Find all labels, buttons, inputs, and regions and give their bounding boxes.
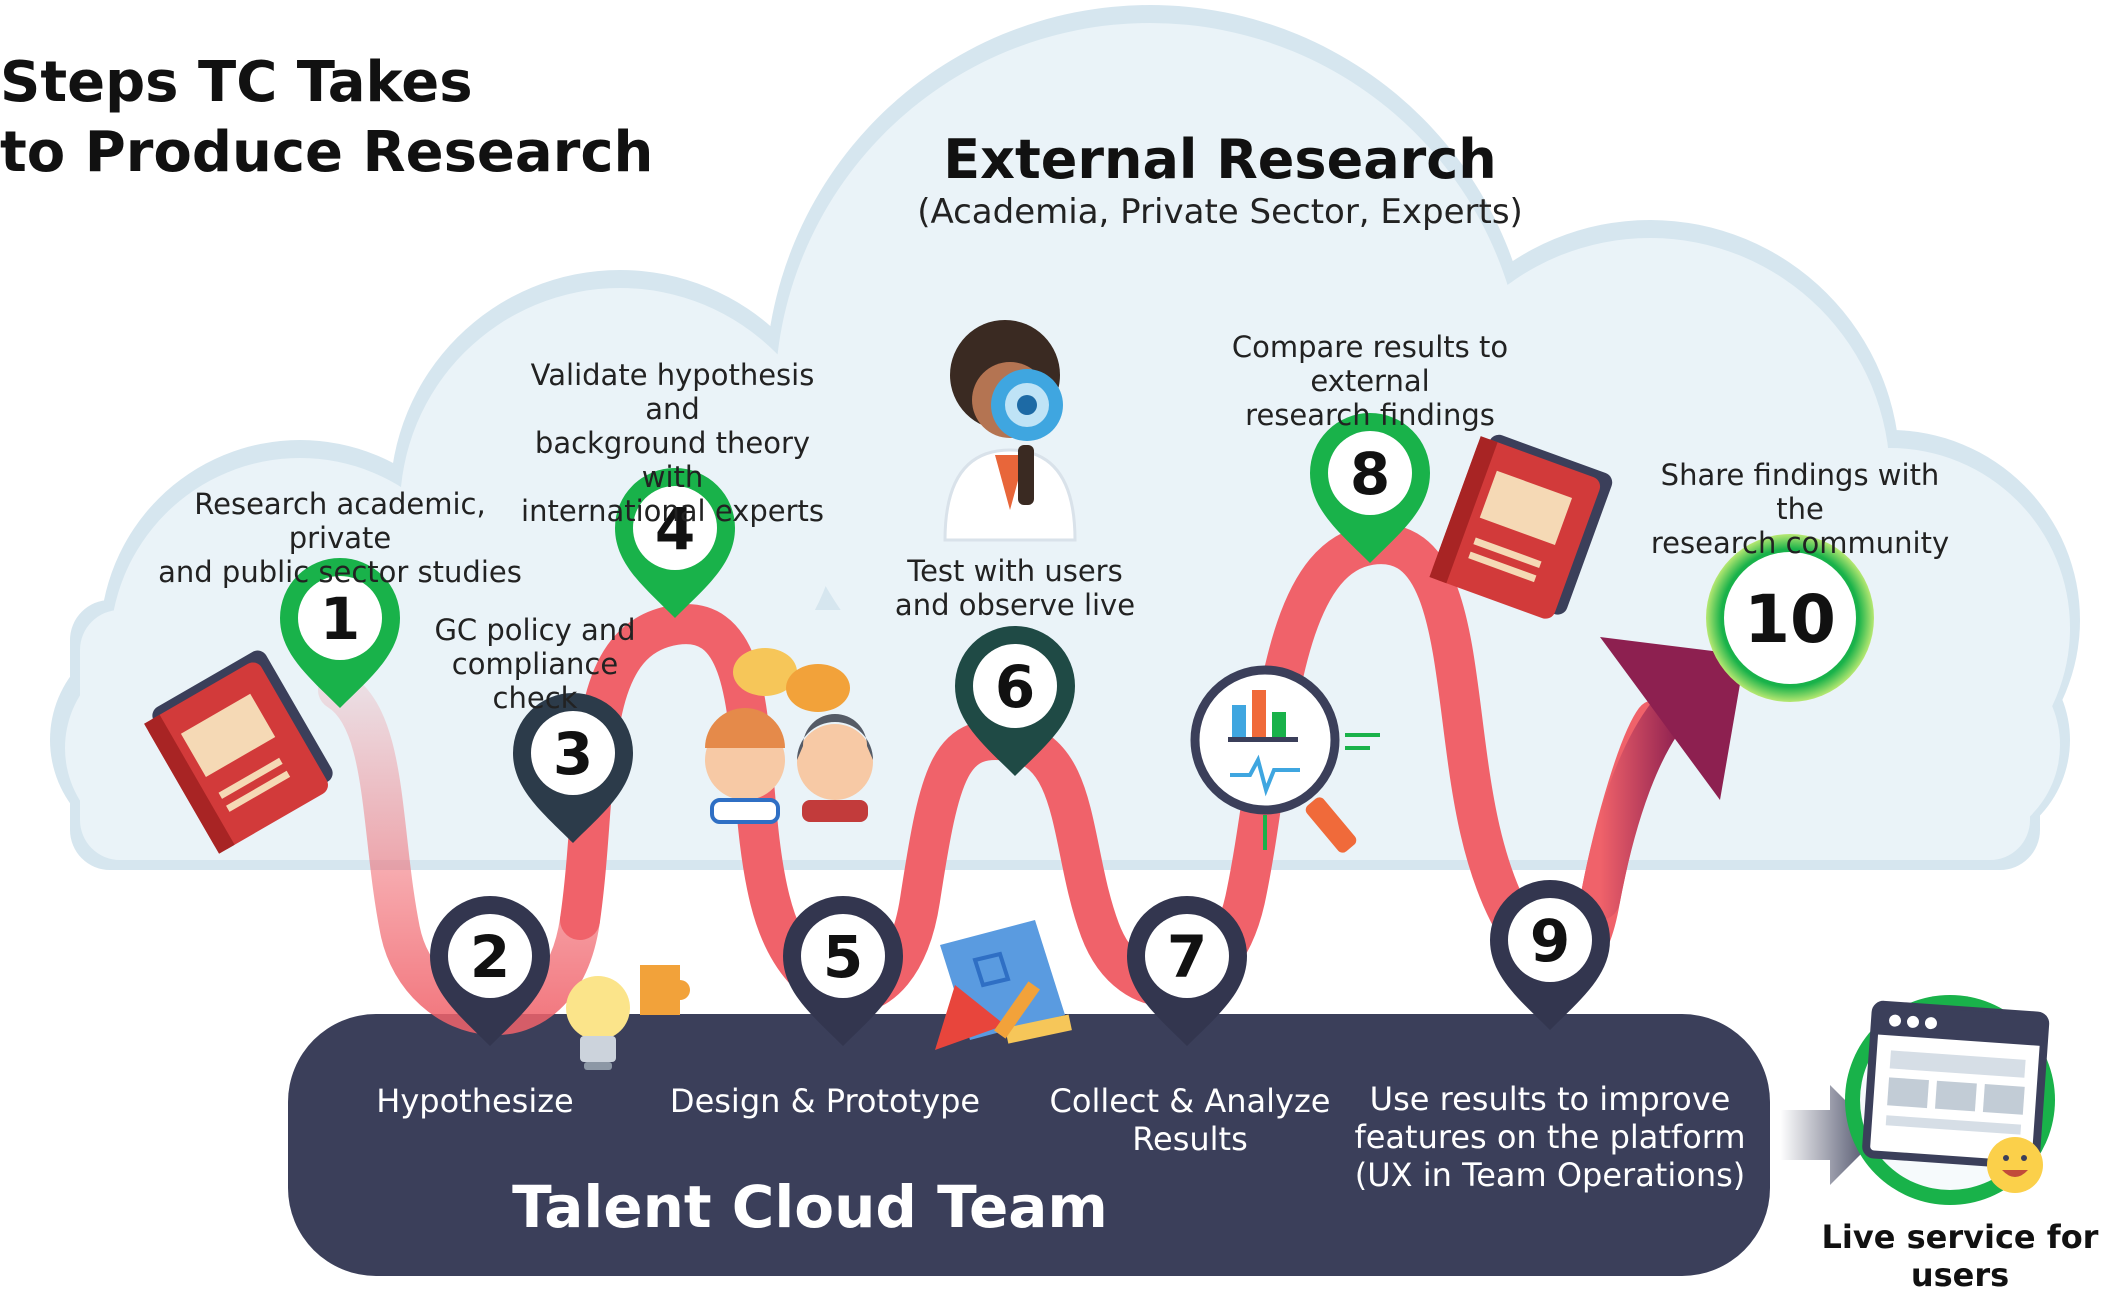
step-number-2: 2 xyxy=(470,923,510,991)
pin-step-6 xyxy=(955,626,1075,776)
step-number-8: 8 xyxy=(1350,440,1390,508)
live-service-label: Live service for users xyxy=(1821,1218,2099,1294)
pin-step-4 xyxy=(615,468,735,618)
title-line-1: Steps TC Takes xyxy=(0,50,473,115)
label-line: Use results to improve xyxy=(1369,1080,1731,1118)
label-line: Results xyxy=(1132,1120,1248,1158)
book-icon-right xyxy=(1429,434,1613,619)
step-number-3: 3 xyxy=(553,720,593,788)
page-title: Steps TC Takes to Produce Research xyxy=(0,48,653,188)
caption-line: compliance check xyxy=(451,647,619,715)
external-research-title: External Research xyxy=(943,128,1497,191)
pin-step-8 xyxy=(1310,413,1430,563)
pin-step-1 xyxy=(280,558,400,708)
talent-cloud-team-band xyxy=(288,1014,1770,1276)
step-number-6: 6 xyxy=(995,653,1035,721)
label-design-prototype: Design & Prototype xyxy=(669,1082,981,1120)
step-number-9: 9 xyxy=(1530,907,1570,975)
lightbulb-puzzle-icon xyxy=(566,965,690,1070)
caption-line: research findings xyxy=(1245,398,1495,432)
people-chat-icon xyxy=(705,648,873,824)
title-line-2: to Produce Research xyxy=(0,120,654,185)
caption-step-1: Research academic, private and public se… xyxy=(150,487,530,589)
external-research-subtitle: (Academia, Private Sector, Experts) xyxy=(917,192,1523,232)
label-collect-analyze: Collect & Analyze Results xyxy=(1040,1082,1340,1158)
caption-line: research community xyxy=(1650,526,1950,560)
label-line: (UX in Team Operations) xyxy=(1354,1156,1746,1194)
pin-step-2 xyxy=(430,896,550,1046)
caption-step-8: Compare results to external research fin… xyxy=(1175,330,1565,432)
researcher-magnifier-icon xyxy=(943,320,1077,542)
pin-step-3 xyxy=(513,693,633,843)
caption-line: Validate hypothesis and xyxy=(530,358,815,426)
caption-line: international experts xyxy=(521,494,824,528)
pin-step-7 xyxy=(1127,896,1247,1046)
label-use-results: Use results to improve features on the p… xyxy=(1340,1080,1760,1194)
arrowhead-to-step-10 xyxy=(1600,637,1745,800)
caption-line: Research academic, private xyxy=(194,487,486,555)
caption-step-10: Share findings with the research communi… xyxy=(1635,458,1965,560)
step-number-4: 4 xyxy=(655,495,695,563)
caption-line: Compare results to external xyxy=(1231,330,1509,398)
step-number-7: 7 xyxy=(1167,923,1207,991)
step-number-5: 5 xyxy=(823,923,863,991)
pin-step-5 xyxy=(783,896,903,1046)
caption-line: Test with users xyxy=(907,554,1123,588)
book-icon xyxy=(144,650,333,854)
browser-window-icon xyxy=(1845,995,2055,1205)
label-line: features on the platform xyxy=(1354,1118,1746,1156)
talent-cloud-team-label: Talent Cloud Team xyxy=(512,1173,1108,1241)
caption-line: background theory with xyxy=(534,426,811,494)
analytics-magnifier-icon xyxy=(1190,665,1380,853)
caption-line: GC policy and xyxy=(434,613,636,647)
pin-step-10 xyxy=(1706,534,1874,702)
pin-step-9 xyxy=(1490,880,1610,1030)
step-number-10: 10 xyxy=(1744,581,1836,658)
caption-line: and public sector studies xyxy=(158,555,522,589)
label-line: Collect & Analyze xyxy=(1049,1082,1331,1120)
design-tools-icon xyxy=(935,920,1072,1050)
label-hypothesize: Hypothesize xyxy=(376,1082,574,1120)
caption-step-6: Test with users and observe live xyxy=(880,554,1150,622)
step-number-1: 1 xyxy=(320,585,360,653)
caption-step-3: GC policy and compliance check xyxy=(405,613,665,715)
caption-line: and observe live xyxy=(894,588,1136,622)
caption-step-4: Validate hypothesis and background theor… xyxy=(500,358,845,528)
caption-line: Share findings with the xyxy=(1660,458,1940,526)
